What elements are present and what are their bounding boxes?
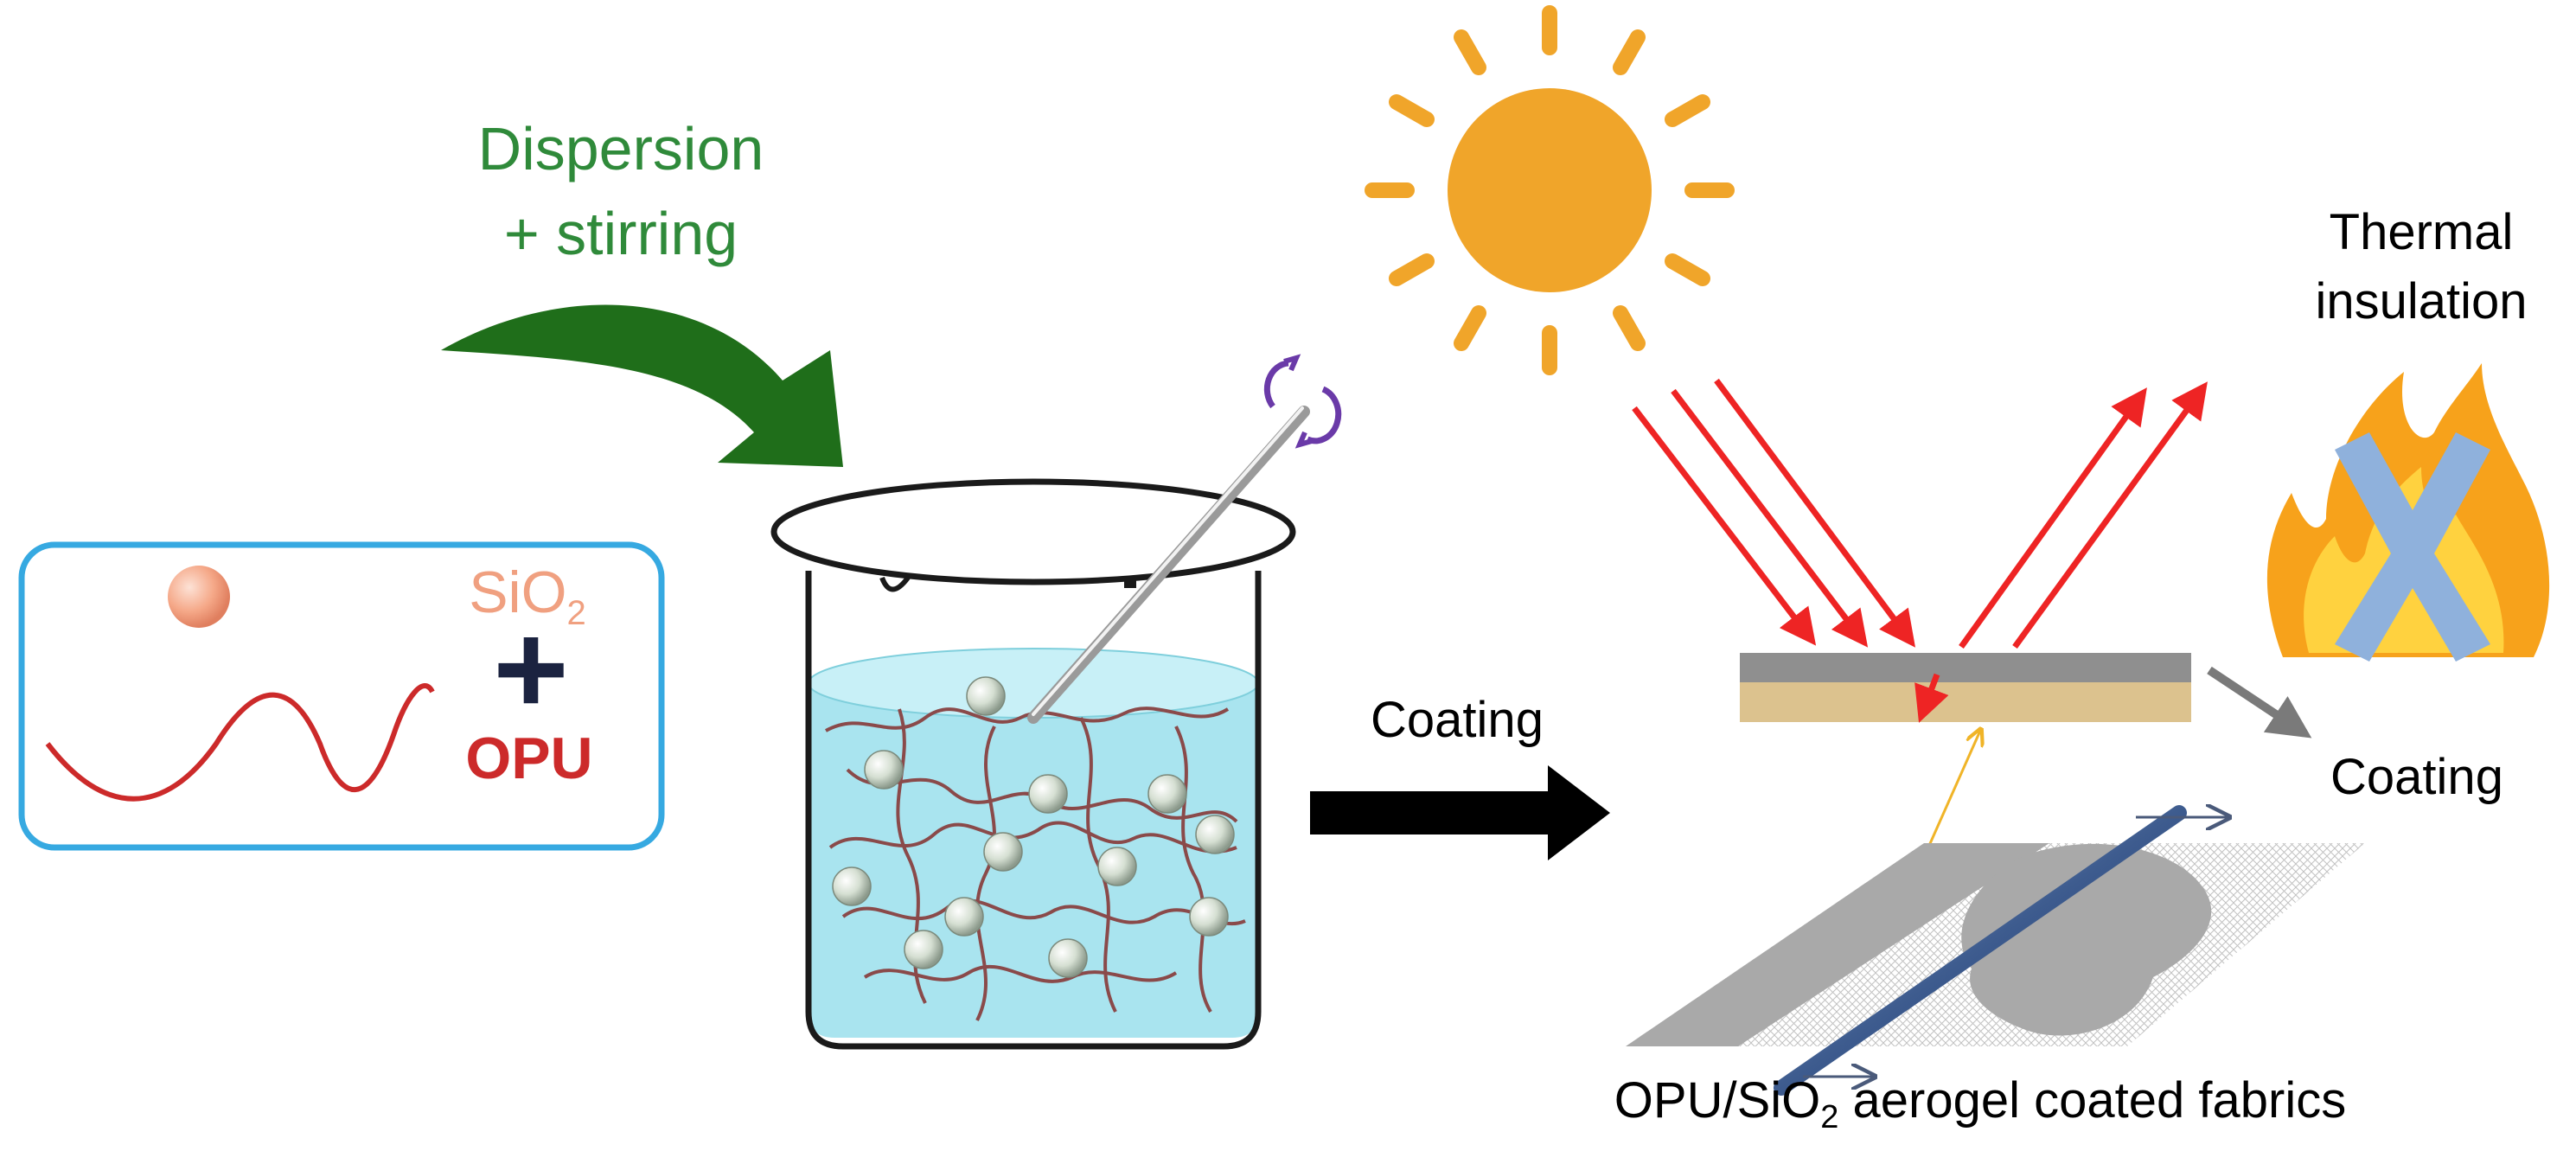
reflected-ray: [2012, 381, 2208, 649]
reflected-rays: [1959, 381, 2208, 649]
particle: [1147, 774, 1187, 814]
particle: [832, 866, 872, 906]
particle: [944, 897, 984, 937]
coating-arrow: [1310, 765, 1610, 860]
coating-pointer-arrow: [2207, 666, 2312, 739]
sio2-particle-icon: [168, 566, 230, 628]
particle: [1097, 847, 1137, 886]
materials-legend: SiO2 + OPU: [18, 541, 665, 851]
dispersion-arrow: [441, 304, 843, 467]
particle: [904, 930, 943, 969]
beaker-water: [809, 683, 1258, 1038]
sio2-particles: [832, 676, 1235, 978]
water-surface: [808, 648, 1259, 719]
dispersion-step: Dispersion + stirring: [441, 115, 843, 467]
coating-rod: [1774, 805, 2187, 1096]
particle: [966, 676, 1006, 716]
zoom-arrow: [1927, 731, 1980, 848]
thermal-label-line1: Thermal: [2330, 204, 2514, 260]
cross-icon: [2335, 432, 2490, 662]
incident-ray: [1671, 388, 1869, 648]
fabric-layer: [1740, 682, 2191, 722]
fabric-coating-process: [1626, 805, 2365, 1096]
incident-ray: [1714, 378, 1916, 648]
particle: [1028, 774, 1068, 814]
dispersion-label-line1: Dispersion: [478, 115, 764, 182]
particle: [1048, 938, 1088, 978]
coated-fabric-cross-section: [1740, 653, 2312, 848]
coated-region: [1626, 843, 2049, 1046]
sio2-label: SiO2: [469, 560, 586, 632]
opu-label: OPU: [465, 726, 592, 791]
incident-ray: [1632, 406, 1817, 646]
stir-rod-highlight: [1032, 406, 1304, 716]
incident-rays: [1632, 378, 1916, 648]
coating-top-layer: [1740, 653, 2191, 682]
aerogel-blob: [1961, 843, 2212, 1036]
particle: [983, 832, 1023, 872]
thermal-label-line2: insulation: [2315, 273, 2527, 329]
plus-sign: +: [493, 596, 569, 741]
stir-rotation-icon: [1263, 354, 1342, 449]
opu-chain-wave: [45, 683, 435, 802]
particle: [1189, 897, 1229, 937]
beaker-rim: [770, 478, 1296, 585]
sun-icon: [1365, 5, 1735, 375]
coating-side-label: Coating: [2330, 749, 2503, 805]
fabric-caption: OPU/SiO2 aerogel coated fabrics: [1614, 1072, 2346, 1135]
beaker-mark: [1124, 578, 1136, 588]
coating-arrow-label: Coating: [1371, 692, 1544, 748]
particle: [1195, 815, 1235, 854]
beaker-spout: [879, 576, 911, 592]
beaker-wall: [805, 571, 1262, 1050]
reflected-ray: [1959, 387, 2147, 649]
stir-rod: [1027, 406, 1310, 724]
beaker: [770, 354, 1342, 1050]
coating-step: Coating: [1310, 692, 1610, 860]
dispersion-label-line2: + stirring: [504, 200, 738, 267]
particle: [864, 750, 904, 790]
absorbed-ray: [1914, 673, 1949, 723]
